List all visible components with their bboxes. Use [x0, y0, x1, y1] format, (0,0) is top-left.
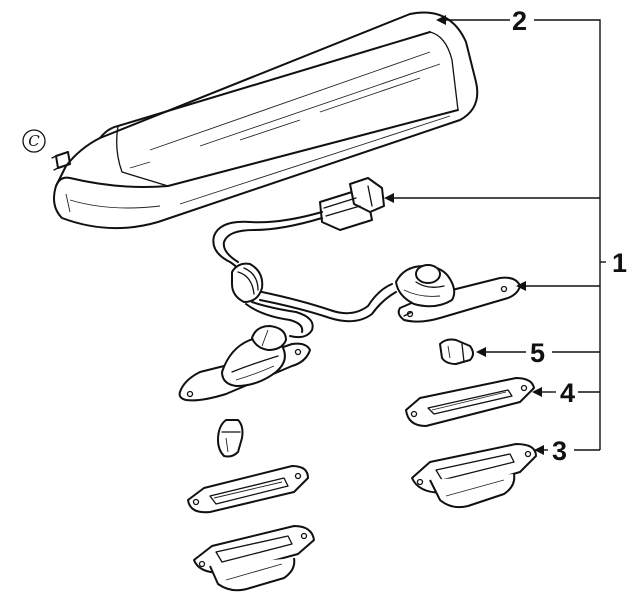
- callout-2: 2: [512, 6, 527, 36]
- wiring-harness: [212, 177, 397, 339]
- leader-lines: [384, 15, 606, 455]
- bezel-right: [411, 443, 537, 509]
- lamp-housing: [51, 11, 479, 230]
- bezel-left: [193, 525, 315, 592]
- callout-5: 5: [530, 338, 545, 368]
- lens-left: [187, 465, 309, 514]
- lens-right: [405, 377, 535, 427]
- callout-4: 4: [560, 378, 575, 408]
- bulb-left: [217, 419, 244, 458]
- left-socket: [178, 325, 311, 402]
- svg-text:C: C: [28, 132, 40, 150]
- callout-3: 3: [552, 436, 567, 466]
- bulb-right: [439, 338, 474, 365]
- callout-labels: 1 2 3 4 5: [512, 6, 627, 466]
- side-mark-c: C: [22, 129, 46, 153]
- callout-1: 1: [612, 248, 627, 278]
- right-socket: [395, 264, 521, 323]
